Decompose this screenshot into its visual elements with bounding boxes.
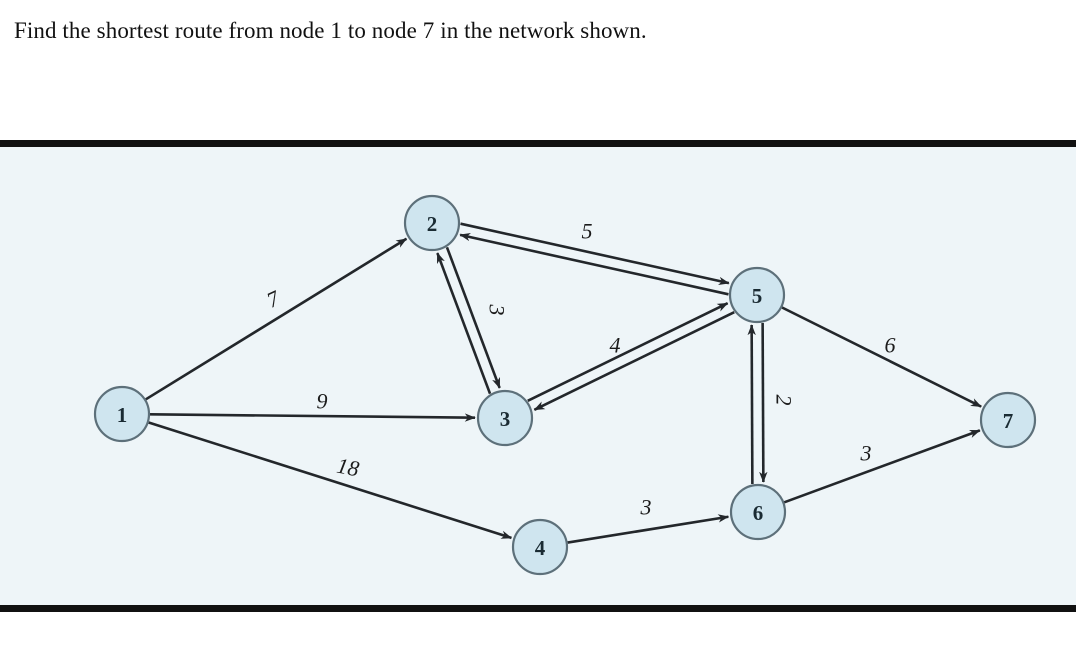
edge-weight-1-4: 18 xyxy=(335,453,361,482)
node-circle-5 xyxy=(728,266,786,324)
edge-1-to-2 xyxy=(145,237,408,401)
figure-bottom-divider xyxy=(0,605,1076,612)
node-circle-1 xyxy=(93,385,151,443)
graph-node-3[interactable]: 3 xyxy=(476,389,534,447)
node-circle-6 xyxy=(729,483,787,541)
edge-4-to-6 xyxy=(567,514,730,544)
node-label-1: 1 xyxy=(117,403,128,427)
edge-5-to-6 xyxy=(759,322,768,483)
edge-1-to-4 xyxy=(148,421,513,540)
graph-node-7[interactable]: 7 xyxy=(979,391,1037,449)
node-label-7: 7 xyxy=(1003,409,1014,433)
node-label-5: 5 xyxy=(752,284,763,308)
edge-weight-6-7: 3 xyxy=(860,441,872,466)
nodes-layer: 1 2 3 4 5 6 7 xyxy=(93,194,1037,576)
node-circle-3 xyxy=(476,389,534,447)
edge-2-to-5 xyxy=(460,222,730,286)
edge-weight-5-6: 2 xyxy=(772,395,797,406)
node-label-2: 2 xyxy=(427,212,438,236)
node-label-3: 3 xyxy=(500,407,511,431)
edge-weight-1-3: 9 xyxy=(317,389,328,414)
network-graph: 7 9 18 3 5 4 3 2 6 3 1 2 3 4 5 6 7 xyxy=(93,194,1037,576)
graph-node-2[interactable]: 2 xyxy=(403,194,461,252)
node-label-4: 4 xyxy=(535,536,546,560)
edge-5-to-2 xyxy=(459,232,729,296)
edge-6-to-7 xyxy=(783,429,981,504)
edge-weight-3-5: 4 xyxy=(610,333,621,358)
edge-6-to-5 xyxy=(747,324,756,485)
figure-canvas: 7 9 18 3 5 4 3 2 6 3 1 2 3 4 5 6 7 xyxy=(0,147,1076,605)
edge-labels-layer: 7 9 18 3 5 4 3 2 6 3 xyxy=(263,219,896,520)
graph-node-4[interactable]: 4 xyxy=(511,518,569,576)
edge-weight-4-6: 3 xyxy=(640,495,652,520)
edge-weight-1-2: 7 xyxy=(263,285,284,313)
node-circle-2 xyxy=(403,194,461,252)
edge-1-to-3 xyxy=(149,412,476,422)
figure-top-divider xyxy=(0,140,1076,147)
node-label-6: 6 xyxy=(753,501,764,525)
network-figure: 7 9 18 3 5 4 3 2 6 3 1 2 3 4 5 6 7 xyxy=(0,140,1076,612)
edge-weight-2-5: 5 xyxy=(582,219,593,244)
graph-node-6[interactable]: 6 xyxy=(729,483,787,541)
edge-3-to-5 xyxy=(527,302,729,402)
edge-2-to-3 xyxy=(445,246,501,389)
edge-weight-5-7: 6 xyxy=(885,333,896,358)
node-circle-4 xyxy=(511,518,569,576)
edge-weight-2-3: 3 xyxy=(485,304,510,316)
edges-layer xyxy=(145,222,982,544)
edge-5-to-7 xyxy=(781,306,982,408)
edge-3-to-2 xyxy=(436,252,492,395)
node-circle-7 xyxy=(979,391,1037,449)
page-title: Find the shortest route from node 1 to n… xyxy=(14,18,647,43)
graph-node-1[interactable]: 1 xyxy=(93,385,151,443)
edge-5-to-3 xyxy=(533,311,735,411)
graph-node-5[interactable]: 5 xyxy=(728,266,786,324)
